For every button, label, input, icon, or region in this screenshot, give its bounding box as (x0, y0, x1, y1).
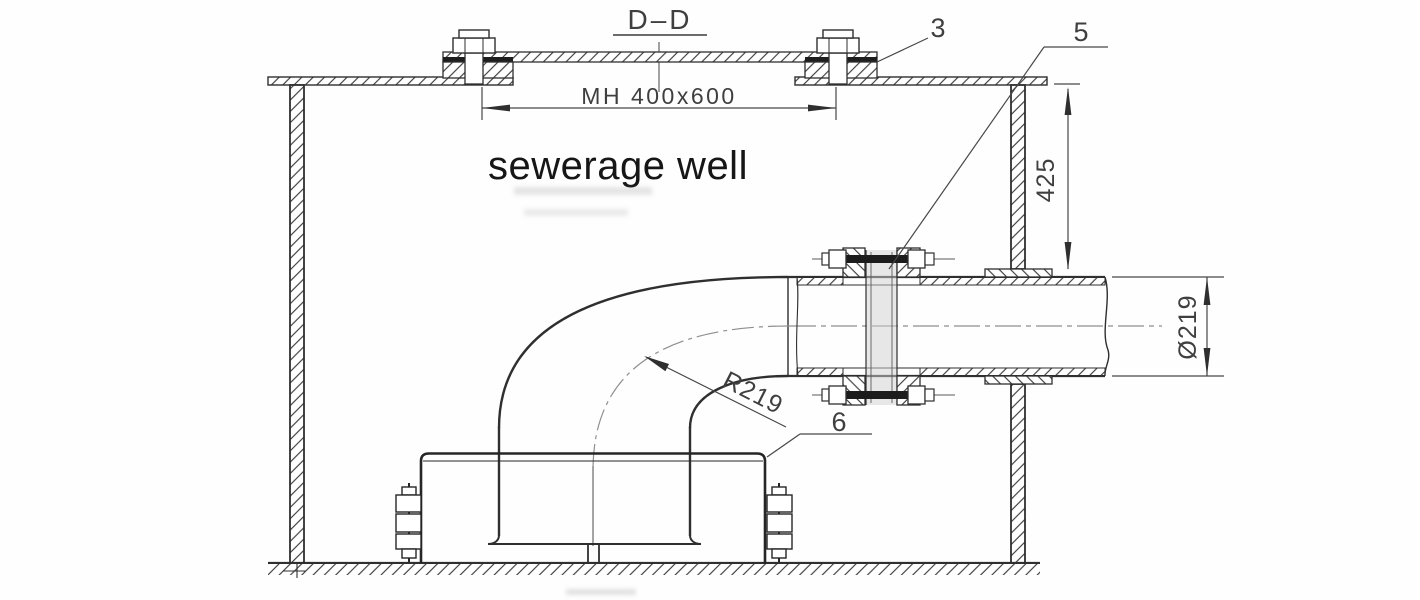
base-fitting (395, 452, 793, 563)
cover-bolt-right (816, 29, 860, 85)
roof-plate-right (794, 76, 1048, 86)
dim-425-text: 425 (1032, 158, 1060, 203)
base-box-outline (419, 452, 767, 563)
flange-bolt-top (812, 249, 955, 269)
dim-r219-text: R219 (718, 366, 788, 420)
pipe-wall-hatch (796, 367, 844, 376)
smudges (514, 187, 652, 595)
anchor-bolt-stack-left (395, 483, 422, 562)
dim-425-arrow-down (1064, 242, 1072, 270)
mh-arrow-left (482, 104, 510, 112)
r219-arrow (644, 356, 669, 372)
pipe-wall-hatch (919, 367, 1106, 376)
callout-5: 5 (888, 17, 1108, 270)
floor-hatch (268, 564, 1040, 575)
dia219-arrow-up (1203, 277, 1211, 305)
pipe-elbow (497, 275, 791, 471)
dim-425-arrow-up (1064, 87, 1072, 115)
anchor-bolt-stack-right (766, 483, 793, 562)
pipe-break-line (1104, 276, 1110, 377)
well-structure (267, 76, 1048, 578)
right-wall-upper (1010, 84, 1026, 270)
vertical-pipe (487, 427, 702, 562)
callout-3-text: 3 (930, 13, 945, 43)
section-label-text: D–D (627, 4, 692, 35)
dim-dia219-text: Ø219 (1174, 294, 1202, 359)
flange-joint (812, 247, 955, 406)
elbow-inner-arc (688, 374, 789, 429)
wall-sleeve (984, 268, 1053, 385)
bell-flare-left (487, 534, 500, 545)
left-wall (289, 84, 305, 564)
cover-bolt-left (452, 29, 496, 85)
elbow-outer-arc (497, 275, 789, 429)
dim-dia219 (1112, 276, 1224, 377)
callout-6-leader (766, 433, 801, 458)
dim-425 (1054, 83, 1080, 270)
well-label: sewerage well (488, 144, 748, 188)
weld-seam (796, 276, 799, 377)
dia219-arrow-down (1203, 348, 1211, 376)
sleeve-plate-bottom (984, 375, 1053, 385)
roof-plate-left (267, 76, 514, 86)
sleeve-plate-top (984, 268, 1053, 278)
callout-3-leader (876, 37, 929, 63)
bell-flare-right (689, 534, 702, 545)
callout-3: 3 (876, 13, 946, 63)
right-wall-lower (1010, 383, 1026, 564)
dim-r219 (644, 356, 787, 428)
r219-leader (645, 356, 787, 428)
manhole-size-label: MH 400x600 (581, 83, 736, 109)
callout-6-text: 6 (831, 407, 846, 437)
smudge-3 (566, 589, 636, 595)
flange-bolt-bottom (812, 385, 955, 405)
callout-6: 6 (766, 407, 872, 458)
smudge-1 (514, 187, 652, 195)
manhole-assembly (442, 29, 878, 92)
pipe-wall-hatch (919, 277, 1106, 286)
section-label: D–D (613, 4, 707, 36)
pipe-wall-hatch (796, 277, 844, 286)
horizontal-pipe (787, 275, 1162, 378)
smudge-2 (524, 209, 628, 216)
callout-5-leader (888, 46, 1045, 270)
mh-arrow-right (808, 104, 836, 112)
mh-dimension (481, 87, 837, 120)
elbow-centerline-arc (592, 325, 791, 471)
callout-5-text: 5 (1073, 17, 1088, 47)
